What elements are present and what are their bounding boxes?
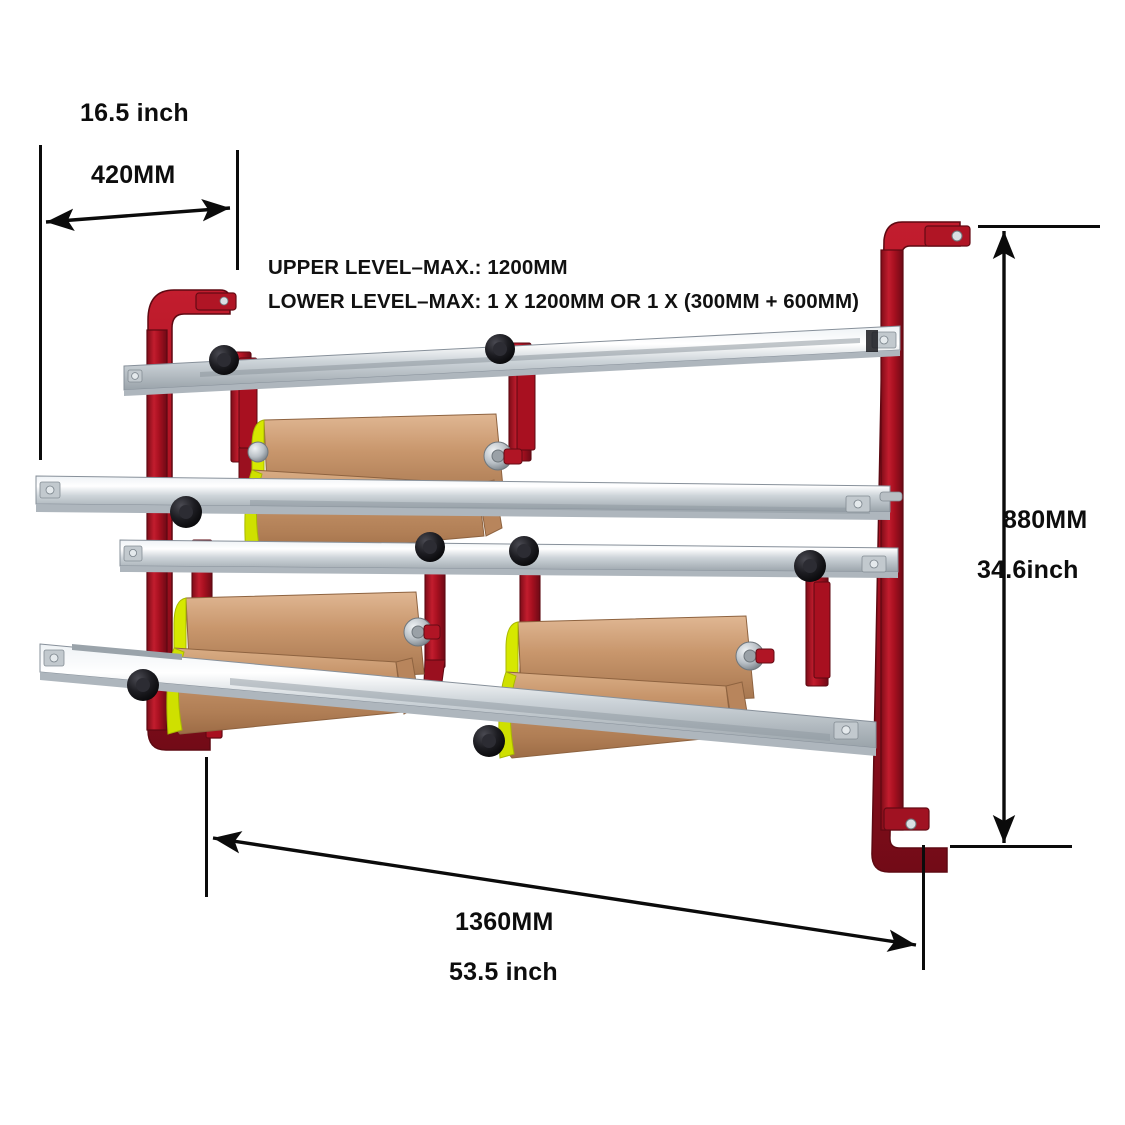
spec-lower-level: LOWER LEVEL–MAX: 1 X 1200MM OR 1 X (300M… bbox=[268, 290, 860, 313]
cutter-bar-third bbox=[119, 539, 899, 578]
extension-line-depth-left bbox=[39, 145, 42, 460]
width-dimension-arrow bbox=[212, 831, 917, 952]
knob-icon bbox=[473, 725, 505, 757]
knob-icon bbox=[127, 669, 159, 701]
extension-line-height-top bbox=[978, 225, 1100, 228]
cutter-bar-second bbox=[35, 475, 903, 520]
depth-label-inch: 16.5 inch bbox=[80, 99, 189, 127]
knob-icon bbox=[794, 550, 826, 582]
width-label-mm: 1360MM bbox=[455, 908, 554, 936]
depth-dimension-arrow bbox=[45, 198, 231, 232]
cutter-bar-bottom bbox=[39, 643, 877, 756]
height-label-inch: 34.6inch bbox=[977, 556, 1079, 584]
extension-line-depth-right bbox=[236, 150, 239, 270]
knob-icon bbox=[485, 334, 515, 364]
extension-line-height-bottom bbox=[950, 845, 1072, 848]
spec-upper-level: UPPER LEVEL–MAX.: 1200MM bbox=[268, 256, 568, 279]
knob-icon bbox=[170, 496, 202, 528]
knob-icon bbox=[509, 536, 539, 566]
knob-icon bbox=[209, 345, 239, 375]
clamp-knobs bbox=[127, 334, 826, 757]
extension-line-width-left bbox=[205, 757, 208, 897]
height-label-mm: 880MM bbox=[1003, 506, 1088, 534]
depth-label-mm: 420MM bbox=[91, 161, 176, 189]
knob-icon bbox=[415, 532, 445, 562]
width-label-inch: 53.5 inch bbox=[449, 958, 558, 986]
extension-line-width-right bbox=[922, 845, 925, 970]
